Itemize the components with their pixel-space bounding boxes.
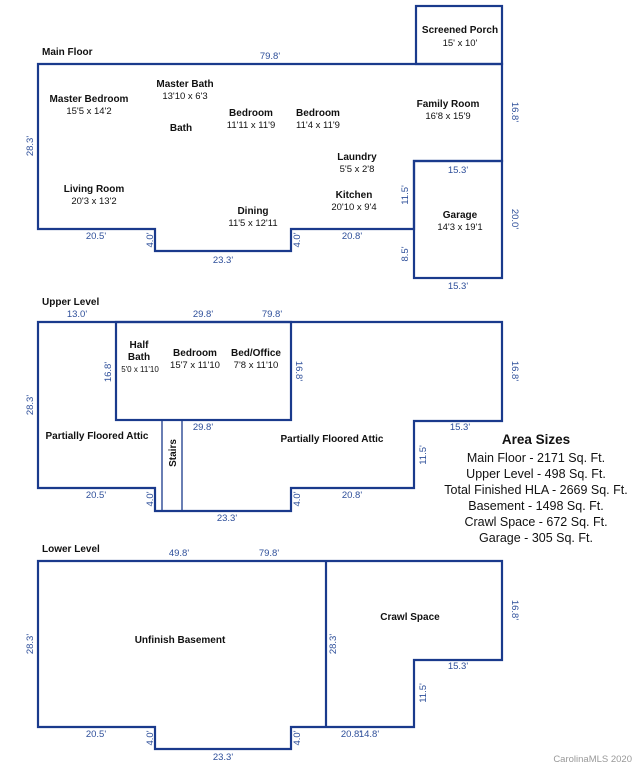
upper-bedroom-label: Bedroom bbox=[173, 348, 217, 359]
main-dim-notch-left: 4.0' bbox=[145, 232, 156, 247]
upper-dim-inner-left: 16.8' bbox=[103, 362, 114, 382]
kitchen-label: Kitchen bbox=[336, 190, 373, 201]
upper-dim-inner-right: 16.8' bbox=[293, 361, 304, 381]
upper-level-outline bbox=[36, 320, 504, 513]
family-room-label: Family Room bbox=[417, 99, 480, 110]
upper-dim-inner-bottom: 29.8' bbox=[193, 422, 213, 433]
bed-office-dim: 7'8 x 11'10 bbox=[234, 360, 279, 371]
main-dim-notch-bottom: 23.3' bbox=[213, 255, 233, 266]
upper-dim-bottom-left: 20.5' bbox=[86, 490, 106, 501]
bath-label: Bath bbox=[170, 123, 192, 134]
bedroom-2-label: Bedroom bbox=[296, 108, 340, 119]
main-dim-bottom-right: 20.8' bbox=[342, 231, 362, 242]
upper-finished-rooms-outline bbox=[114, 320, 293, 422]
lower-level-outline bbox=[36, 559, 504, 751]
laundry-dim: 5'5 x 2'8 bbox=[340, 164, 375, 175]
upper-dim-inner-top: 29.8' bbox=[193, 309, 213, 320]
lower-dim-notch-left: 4.0' bbox=[145, 730, 156, 745]
main-dim-garage-right: 20.0' bbox=[509, 209, 520, 229]
area-size-item: Total Finished HLA - 2669 Sq. Ft. bbox=[444, 483, 627, 497]
lower-dim-top-left: 49.8' bbox=[169, 548, 189, 559]
master-bath-label: Master Bath bbox=[156, 79, 213, 90]
lower-dim-bottom-right: 20.8' bbox=[341, 729, 361, 740]
laundry-label: Laundry bbox=[337, 152, 377, 163]
stairs-label: Stairs bbox=[168, 439, 179, 467]
lower-dim-top-width: 79.8' bbox=[259, 548, 279, 559]
bedroom-1-label: Bedroom bbox=[229, 108, 273, 119]
family-room-dim: 16'8 x 15'9 bbox=[425, 111, 470, 122]
half-bath-label-line1: Half bbox=[130, 340, 150, 351]
lower-dim-notch-bottom: 23.3' bbox=[213, 752, 233, 763]
living-room-dim: 20'3 x 13'2 bbox=[71, 196, 116, 207]
main-dim-notch-right: 4.0' bbox=[292, 232, 303, 247]
lower-dim-divider: 28.3' bbox=[328, 634, 339, 654]
attic-left-label: Partially Floored Attic bbox=[46, 431, 149, 442]
main-dim-step-vertical: 11.5' bbox=[400, 185, 411, 205]
half-bath-label-line2: Bath bbox=[128, 352, 150, 363]
main-dim-bottom-left: 20.5' bbox=[86, 231, 106, 242]
garage-outline bbox=[412, 159, 504, 280]
main-floor-heading: Main Floor bbox=[42, 47, 93, 58]
dining-label: Dining bbox=[237, 206, 268, 217]
main-dim-right-upper: 16.8' bbox=[509, 102, 520, 122]
upper-dim-notch-left: 4.0' bbox=[145, 491, 156, 506]
area-size-item: Crawl Space - 672 Sq. Ft. bbox=[464, 515, 607, 529]
upper-bedroom-dim: 15'7 x 11'10 bbox=[170, 360, 220, 371]
area-size-item: Basement - 1498 Sq. Ft. bbox=[468, 499, 604, 513]
garage-dim: 14'3 x 19'1 bbox=[437, 222, 482, 233]
upper-dim-step-vertical: 11.5' bbox=[418, 445, 429, 465]
lower-level-heading: Lower Level bbox=[42, 544, 100, 555]
main-floor-plan: Main Floor Screened Porch 15' x 10' Mast… bbox=[25, 4, 520, 292]
screened-porch-dim: 15' x 10' bbox=[443, 38, 478, 49]
lower-dim-left-height: 28.3' bbox=[25, 634, 36, 654]
garage-label: Garage bbox=[443, 210, 478, 221]
upper-level-heading: Upper Level bbox=[42, 297, 99, 308]
crawl-space-label: Crawl Space bbox=[380, 612, 440, 623]
upper-dim-step-top: 15.3' bbox=[450, 422, 470, 433]
unfinish-basement-label: Unfinish Basement bbox=[135, 635, 226, 646]
bed-office-label: Bed/Office bbox=[231, 348, 281, 359]
kitchen-dim: 20'10 x 9'4 bbox=[331, 202, 376, 213]
attic-right-label: Partially Floored Attic bbox=[281, 434, 384, 445]
main-floor-outline bbox=[36, 62, 504, 253]
lower-dim-step-vertical: 11.5' bbox=[418, 683, 429, 703]
upper-dim-bottom-right: 20.8' bbox=[342, 490, 362, 501]
area-sizes-panel: Area Sizes Main Floor - 2171 Sq. Ft. Upp… bbox=[444, 432, 627, 545]
screened-porch-label: Screened Porch bbox=[422, 25, 498, 36]
upper-level-plan: Upper Level Half Bath 5'0 x 11'10 Bedroo… bbox=[25, 297, 520, 524]
dining-dim: 11'5 x 12'11 bbox=[228, 218, 277, 229]
lower-dim-notch-right: 4.0' bbox=[292, 730, 303, 745]
master-bath-dim: 13'10 x 6'3 bbox=[162, 91, 207, 102]
lower-dim-bottom-left: 20.5' bbox=[86, 729, 106, 740]
main-dim-left-height: 28.3' bbox=[25, 136, 36, 156]
master-bedroom-dim: 15'5 x 14'2 bbox=[66, 106, 111, 117]
upper-dim-left-height: 28.3' bbox=[25, 395, 36, 415]
area-size-item: Upper Level - 498 Sq. Ft. bbox=[466, 467, 606, 481]
upper-dim-notch-bottom: 23.3' bbox=[217, 513, 237, 524]
bedroom-2-dim: 11'4 x 11'9 bbox=[296, 120, 340, 131]
master-bedroom-label: Master Bedroom bbox=[50, 94, 129, 105]
main-dim-garage-left: 8.5' bbox=[400, 246, 411, 261]
upper-dim-notch-right: 4.0' bbox=[292, 491, 303, 506]
upper-dim-left-top: 13.0' bbox=[67, 309, 87, 320]
footer-copyright: CarolinaMLS 2020 bbox=[553, 754, 632, 765]
area-sizes-title: Area Sizes bbox=[502, 432, 570, 447]
main-dim-garage-top: 15.3' bbox=[448, 165, 468, 176]
lower-level-plan: Lower Level Unfinish Basement Crawl Spac… bbox=[25, 544, 520, 763]
area-size-item: Garage - 305 Sq. Ft. bbox=[479, 531, 593, 545]
upper-dim-right-upper: 16.8' bbox=[509, 361, 520, 381]
area-size-item: Main Floor - 2171 Sq. Ft. bbox=[467, 451, 605, 465]
half-bath-dim: 5'0 x 11'10 bbox=[121, 365, 159, 374]
main-dim-top-width: 79.8' bbox=[260, 51, 280, 62]
stairs-outline bbox=[161, 419, 183, 512]
living-room-label: Living Room bbox=[64, 184, 125, 195]
bedroom-1-dim: 11'11 x 11'9 bbox=[227, 120, 276, 131]
main-dim-garage-bottom: 15.3' bbox=[448, 281, 468, 292]
lower-dim-bottom-crawl: 14.8' bbox=[359, 729, 379, 740]
lower-dim-right-upper: 16.8' bbox=[509, 600, 520, 620]
lower-dim-step-top: 15.3' bbox=[448, 661, 468, 672]
upper-dim-top-width: 79.8' bbox=[262, 309, 282, 320]
